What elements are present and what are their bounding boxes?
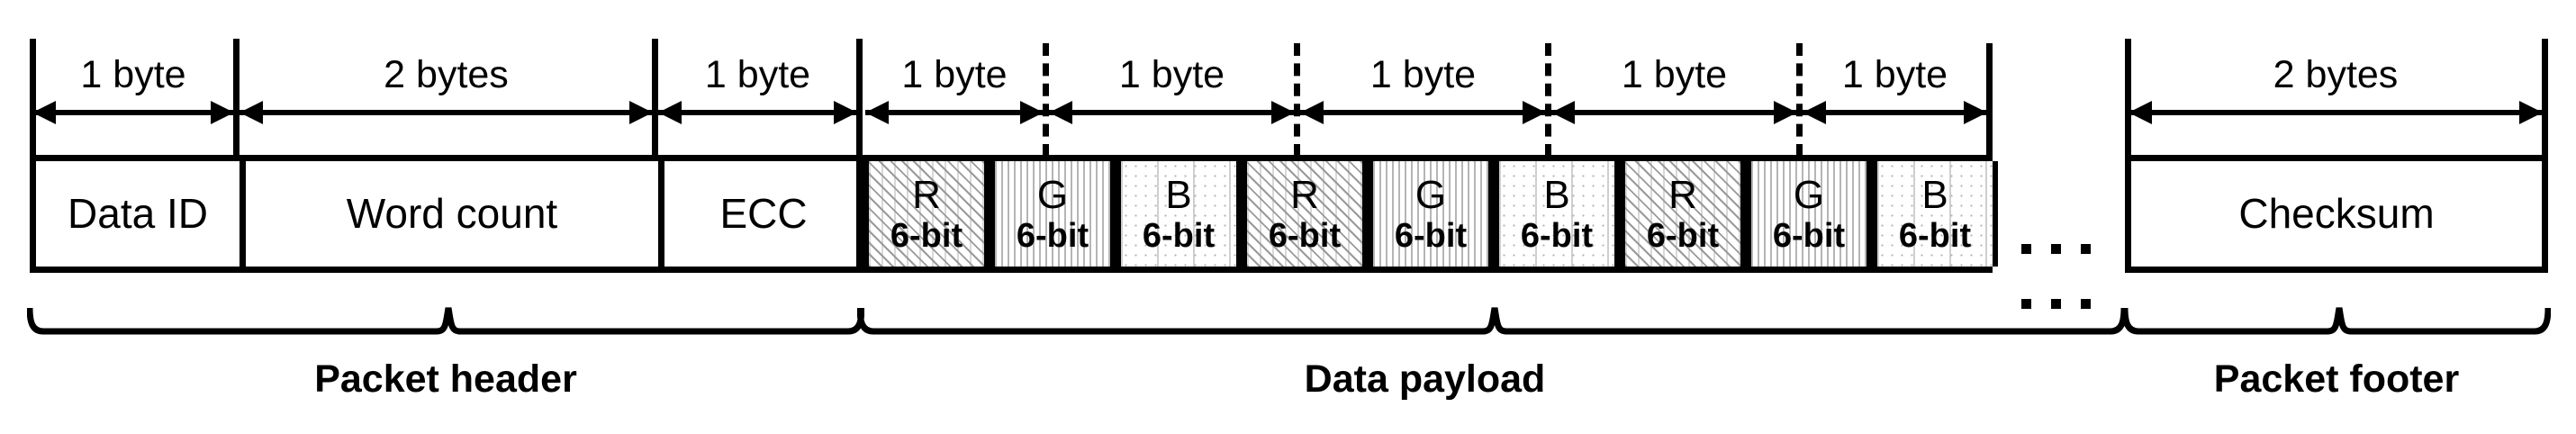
header-divider-1 <box>240 161 246 267</box>
payload-byte-divider-3 <box>1545 43 1551 157</box>
payload-cell-b-1: B 6-bit <box>1116 161 1242 267</box>
dim-label-payload-3: 1 byte <box>1369 53 1477 96</box>
payload-channel-label: R <box>912 172 941 217</box>
payload-depth-label: 6-bit <box>1016 216 1089 255</box>
packet-footer-brace <box>2122 307 2551 335</box>
tick-wordcount-end <box>652 39 658 158</box>
dim-label-ecc: 1 byte <box>704 53 811 96</box>
dim-arrow-ecc <box>658 101 857 124</box>
dim-arrow-payload-3 <box>1300 101 1546 124</box>
dim-label-payload-1: 1 byte <box>901 53 1008 96</box>
payload-ellipsis-outer <box>2021 299 2091 309</box>
packet-footer-box: Checksum <box>2125 155 2548 273</box>
dim-arrow-payload-2 <box>1049 101 1295 124</box>
payload-cell-g-1: G 6-bit <box>990 161 1116 267</box>
dim-arrow-payload-4 <box>1551 101 1797 124</box>
field-word-count: Word count <box>246 161 658 267</box>
dim-label-payload-5: 1 byte <box>1841 53 1948 96</box>
payload-cell-r-1: R 6-bit <box>863 161 990 267</box>
payload-channel-label: G <box>1415 172 1447 217</box>
payload-channel-label: B <box>1921 172 1948 217</box>
payload-cell-b-2: B 6-bit <box>1494 161 1620 267</box>
payload-channel-label: R <box>1290 172 1319 217</box>
dim-label-payload-4: 1 byte <box>1621 53 1728 96</box>
dim-label-checksum: 2 bytes <box>2273 53 2399 96</box>
field-checksum-label: Checksum <box>2238 190 2435 238</box>
tick-footer-end <box>2542 39 2548 158</box>
packet-header-brace-label: Packet header <box>314 357 577 401</box>
payload-depth-label: 6-bit <box>1394 216 1468 255</box>
header-divider-2 <box>658 161 664 267</box>
data-payload-box: R 6-bit G 6-bit B 6-bit R 6-bit G 6-bit … <box>857 155 1998 273</box>
payload-channel-label: R <box>1668 172 1697 217</box>
payload-ellipsis-inner <box>2021 244 2091 254</box>
dim-arrow-checksum <box>2129 101 2543 124</box>
tick-ecc-end <box>856 39 863 158</box>
payload-depth-label: 6-bit <box>1898 216 1972 255</box>
payload-depth-label: 6-bit <box>890 216 963 255</box>
payload-cell-b-3: B 6-bit <box>1872 161 1998 267</box>
field-data-id-label: Data ID <box>68 190 208 238</box>
field-data-id: Data ID <box>36 161 240 267</box>
field-checksum: Checksum <box>2131 161 2542 267</box>
packet-header-brace <box>27 307 864 335</box>
tick-header-start <box>30 39 36 158</box>
tick-dataid-end <box>233 39 240 158</box>
payload-cell-r-2: R 6-bit <box>1242 161 1368 267</box>
dim-arrow-word-count <box>240 101 653 124</box>
field-word-count-label: Word count <box>346 190 558 238</box>
packet-header-box: Data ID Word count ECC <box>30 155 863 273</box>
payload-depth-label: 6-bit <box>1268 216 1342 255</box>
packet-footer-brace-label: Packet footer <box>2213 357 2460 401</box>
payload-depth-label: 6-bit <box>1142 216 1216 255</box>
tick-payload-end <box>1986 43 1993 157</box>
dim-arrow-payload-1 <box>865 101 1044 124</box>
payload-channel-label: G <box>1793 172 1825 217</box>
field-ecc: ECC <box>664 161 863 267</box>
payload-byte-divider-1 <box>1043 43 1049 157</box>
dim-label-data-id: 1 byte <box>80 53 186 96</box>
dim-arrow-data-id <box>32 101 234 124</box>
payload-channel-label: B <box>1165 172 1192 217</box>
payload-cell-r-3: R 6-bit <box>1620 161 1746 267</box>
field-ecc-label: ECC <box>719 190 808 238</box>
payload-depth-label: 6-bit <box>1520 216 1594 255</box>
payload-channel-label: B <box>1543 172 1570 217</box>
dim-label-payload-2: 1 byte <box>1118 53 1225 96</box>
data-payload-brace-label: Data payload <box>1304 357 1546 401</box>
dim-label-word-count: 2 bytes <box>384 53 509 96</box>
payload-channel-label: G <box>1036 172 1069 217</box>
payload-byte-divider-2 <box>1294 43 1300 157</box>
dim-arrow-payload-5 <box>1803 101 1987 124</box>
payload-cell-g-3: G 6-bit <box>1746 161 1872 267</box>
payload-cell-g-2: G 6-bit <box>1368 161 1494 267</box>
payload-byte-divider-4 <box>1796 43 1803 157</box>
data-payload-brace <box>857 307 2127 335</box>
payload-depth-label: 6-bit <box>1646 216 1720 255</box>
payload-depth-label: 6-bit <box>1772 216 1846 255</box>
tick-footer-start <box>2125 39 2131 158</box>
